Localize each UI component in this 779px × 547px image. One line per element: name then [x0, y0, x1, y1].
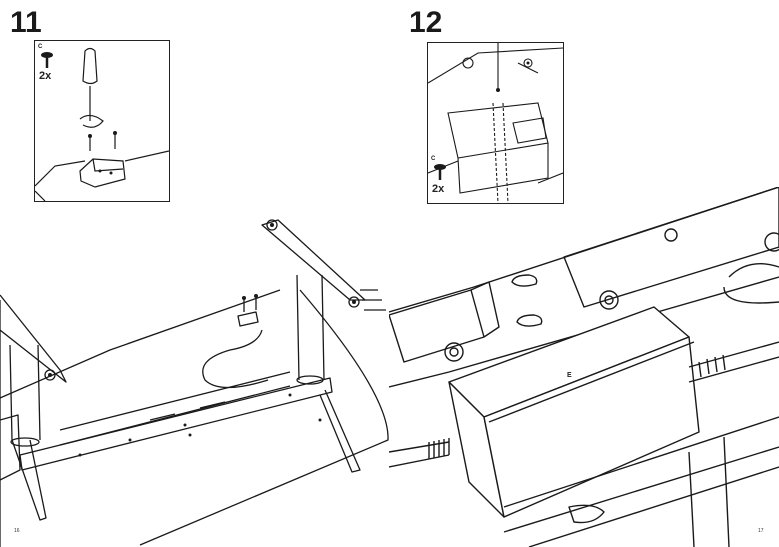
screw-icon — [41, 52, 53, 68]
page-number-left: 16 — [14, 528, 20, 534]
power-supply-label-e: E — [567, 372, 572, 379]
power-supply-illustration — [389, 187, 779, 547]
step-number-12: 12 — [409, 6, 443, 39]
quantity-label: 2x — [432, 183, 445, 195]
step-11-detail-inset: C 2x — [34, 40, 170, 202]
screw-icon — [434, 164, 446, 180]
desk-frame-illustration — [0, 219, 389, 547]
step-number-11: 11 — [10, 6, 42, 39]
hardware-letter-c: C — [38, 44, 43, 50]
page-number-right: 17 — [758, 528, 764, 534]
bracket-mount-detail-drawing — [428, 43, 563, 203]
step-12-detail-inset: C 2x — [427, 42, 564, 204]
hardware-letter-c: C — [431, 156, 436, 162]
quantity-label: 2x — [39, 70, 52, 82]
screwdriver-detail-drawing — [35, 47, 169, 201]
